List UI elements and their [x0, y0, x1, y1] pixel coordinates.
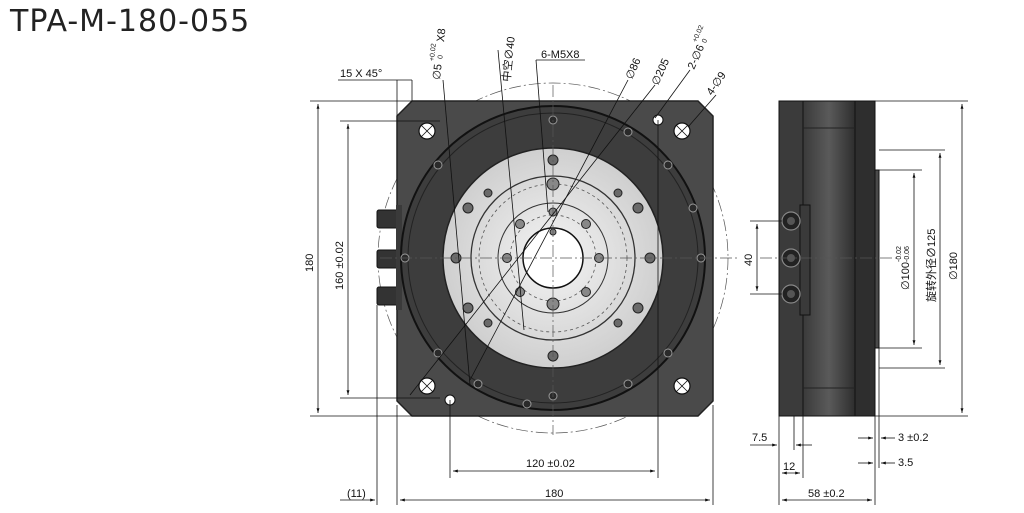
dia125-label: 旋转外径∅125	[924, 229, 938, 302]
svg-text:180: 180	[304, 254, 316, 272]
svg-text:X8: X8	[435, 28, 448, 43]
svg-text:2-∅6: 2-∅6	[686, 43, 707, 71]
svg-text:4-∅9: 4-∅9	[705, 70, 729, 98]
front-view	[376, 82, 740, 435]
dia180-label: ∅180	[948, 252, 960, 280]
svg-text:∅100: ∅100	[900, 262, 912, 290]
svg-text:中空∅40: 中空∅40	[499, 36, 518, 82]
svg-text:旋转外径∅125: 旋转外径∅125	[924, 229, 938, 302]
d12-label: 12	[783, 461, 795, 473]
svg-text:0: 0	[701, 38, 709, 45]
height-inner-label: 160 ±0.02	[334, 241, 346, 290]
holes4-label: 4-∅9	[705, 70, 729, 98]
drawing-title: TPA-M-180-055	[10, 4, 251, 39]
depth-label: 58 ±0.2	[808, 488, 845, 500]
bolt-circle-label: ∅86	[624, 56, 644, 81]
side-view	[760, 100, 900, 417]
svg-text:∅86: ∅86	[624, 56, 644, 81]
hollow-label: 中空∅40	[499, 36, 518, 82]
side-spacing-label: 40	[743, 254, 755, 266]
svg-text:+0.02: +0.02	[429, 43, 438, 61]
small-hole-label: ∅5 +0.02 0 X8	[429, 28, 448, 80]
d75-label: 7.5	[752, 432, 767, 444]
width-inner-label: 120 ±0.02	[526, 458, 575, 470]
side-dimensions	[750, 100, 968, 505]
svg-text:-0.06: -0.06	[904, 246, 911, 262]
chamfer-label: 15 X 45°	[340, 68, 382, 80]
offset-label: (11)	[347, 488, 366, 500]
front-dimensions	[310, 49, 717, 505]
svg-text:0: 0	[437, 55, 444, 60]
height-label: 180	[304, 254, 316, 272]
pin-label: 2-∅6 +0.02 0	[686, 24, 709, 71]
svg-text:∅180: ∅180	[948, 252, 960, 280]
outer-circle-label: ∅205	[650, 57, 672, 87]
svg-text:40: 40	[743, 254, 755, 266]
inner-screws	[502, 177, 604, 311]
svg-text:∅5: ∅5	[431, 63, 445, 80]
step2-label: 3.5	[898, 457, 913, 469]
width-label: 180	[545, 488, 563, 500]
dia100-label: ∅100 -0.02 -0.06	[896, 246, 912, 290]
flange-screws	[450, 154, 656, 362]
svg-text:∅205: ∅205	[650, 57, 672, 87]
thread-label: 6-M5X8	[541, 49, 580, 61]
svg-text:160 ±0.02: 160 ±0.02	[334, 241, 346, 290]
cable-connectors	[376, 205, 402, 310]
step1-label: 3 ±0.2	[898, 432, 929, 444]
svg-text:-0.02: -0.02	[896, 246, 903, 262]
